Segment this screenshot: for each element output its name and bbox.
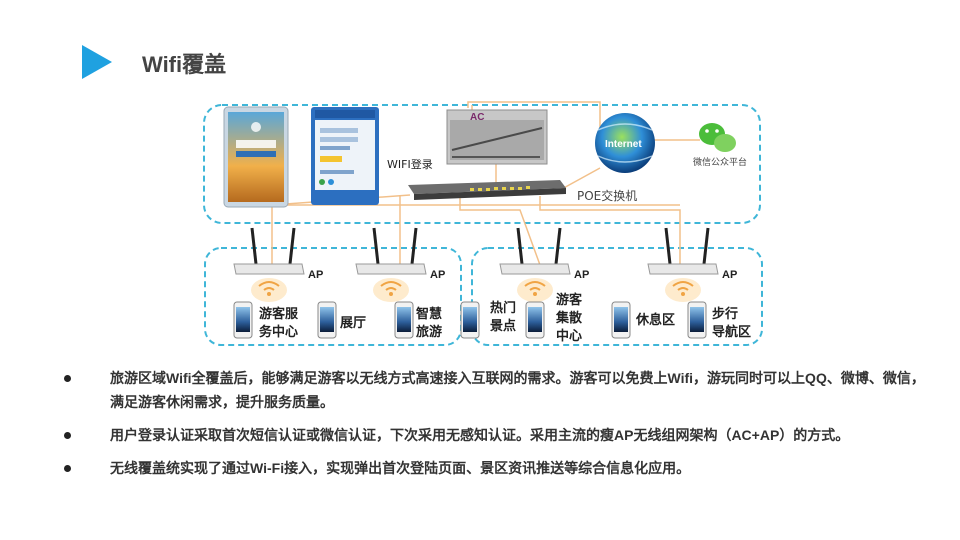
login-page-phone-icon bbox=[224, 107, 288, 207]
bullet-dot-icon bbox=[64, 465, 71, 472]
location-label: 休息区 bbox=[636, 311, 675, 329]
smartphone-icon bbox=[318, 302, 336, 338]
smartphone-icon bbox=[688, 302, 706, 338]
location-label: 智慧旅游 bbox=[416, 305, 442, 341]
location-label-line: 游客服 bbox=[259, 305, 298, 323]
smartphone-icon bbox=[395, 302, 413, 338]
location-label-line: 智慧 bbox=[416, 305, 442, 323]
ap-label: AP bbox=[308, 269, 323, 281]
ap-label: AP bbox=[722, 269, 737, 281]
location-label-line: 导航区 bbox=[712, 323, 751, 341]
wifi-signal-icon bbox=[373, 278, 409, 302]
wifi-signal-icon bbox=[665, 278, 701, 302]
svg-text:Internet: Internet bbox=[605, 139, 642, 150]
bullet-dot-icon bbox=[64, 432, 71, 439]
location-label-line: 热门 bbox=[490, 299, 516, 317]
location-label: 步行导航区 bbox=[712, 305, 751, 341]
login-form-screen-icon bbox=[311, 107, 379, 205]
bullet-item: 用户登录认证采取首次短信认证或微信认证，下次采用无感知认证。采用主流的瘦AP无线… bbox=[60, 423, 930, 447]
bullet-list: 旅游区域Wifi全覆盖后，能够满足游客以无线方式高速接入互联网的需求。游客可以免… bbox=[60, 366, 930, 489]
location-label: 展厅 bbox=[340, 314, 366, 332]
location-label-line: 休息区 bbox=[636, 311, 675, 329]
wireless-ap-icon bbox=[356, 228, 426, 274]
wifi-signal-icon bbox=[517, 278, 553, 302]
location-label-line: 景点 bbox=[490, 317, 516, 335]
wechat-icon bbox=[699, 123, 736, 152]
ac-label: AC bbox=[470, 112, 484, 123]
smartphone-icon bbox=[612, 302, 630, 338]
location-label: 游客集散中心 bbox=[556, 291, 582, 345]
wifi-signal-icon bbox=[251, 278, 287, 302]
wireless-ap-icon bbox=[234, 228, 304, 274]
smartphone-icon bbox=[526, 302, 544, 338]
location-label-line: 旅游 bbox=[416, 323, 442, 341]
poe-switch-icon bbox=[408, 180, 566, 200]
location-label-line: 展厅 bbox=[340, 314, 366, 332]
network-diagram: AC WIFI登录 POE交换机 Internet 微信公众平台 AP bbox=[0, 0, 960, 360]
ap-label: AP bbox=[574, 269, 589, 281]
bullet-dot-icon bbox=[64, 375, 71, 382]
wireless-ap-icon bbox=[648, 228, 718, 274]
location-label-line: 集散 bbox=[556, 309, 582, 327]
location-label: 热门景点 bbox=[490, 299, 516, 335]
location-label-line: 步行 bbox=[712, 305, 751, 323]
internet-globe-icon: Internet bbox=[595, 113, 655, 173]
location-label-line: 务中心 bbox=[259, 323, 298, 341]
smartphone-icon bbox=[461, 302, 479, 338]
ac-controller-icon bbox=[447, 110, 547, 164]
bullet-item: 无线覆盖统实现了通过Wi-Fi接入，实现弹出首次登陆页面、景区资讯推送等综合信息… bbox=[60, 456, 930, 480]
ap-label: AP bbox=[430, 269, 445, 281]
location-label-line: 中心 bbox=[556, 327, 582, 345]
smartphone-icon bbox=[234, 302, 252, 338]
location-label: 游客服务中心 bbox=[259, 305, 298, 341]
location-label-line: 游客 bbox=[556, 291, 582, 309]
wechat-label: 微信公众平台 bbox=[693, 156, 747, 168]
bullet-item: 旅游区域Wifi全覆盖后，能够满足游客以无线方式高速接入互联网的需求。游客可以免… bbox=[60, 366, 930, 414]
poe-switch-label: POE交换机 bbox=[577, 188, 637, 203]
wifi-login-label: WIFI登录 bbox=[387, 157, 433, 171]
